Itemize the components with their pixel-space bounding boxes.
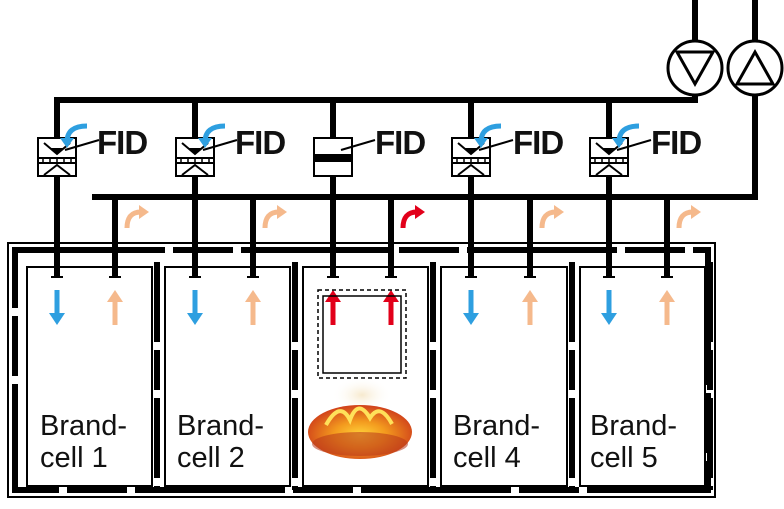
fire-icon <box>308 377 412 459</box>
cell-5-exhaust-flow-arrow <box>676 205 701 229</box>
cell-1-damper-open-icon <box>37 137 77 177</box>
cell-5-outline <box>579 266 706 487</box>
cell-5-exhaust-arrow <box>659 290 675 325</box>
cell-4-supply-flow-arrow <box>474 123 502 148</box>
cell-4-outline <box>440 266 568 487</box>
cell-3-fire-outflow-arrow <box>400 205 425 229</box>
cell-1-fid-leader <box>64 139 100 151</box>
cell-4-label-line2: cell 4 <box>453 442 521 474</box>
cell-1-label-line2: cell 1 <box>40 442 108 474</box>
cell-5-label-line1: Brand- <box>590 410 678 442</box>
cell-1-supply-arrow <box>49 290 65 325</box>
cell-2-fid-leader <box>202 139 238 151</box>
cell-3-damper-closed-icon <box>313 137 353 177</box>
smoke-reservoir-inner <box>322 295 402 374</box>
cell-5-supply-flow-arrow <box>612 123 640 148</box>
cell-2-exhaust-flow-arrow <box>262 205 287 229</box>
cell-4-exhaust-arrow <box>522 290 538 325</box>
cell-2-supply-arrow <box>187 290 203 325</box>
cell-1-label-line1: Brand- <box>40 410 128 442</box>
cell-2-outline <box>164 266 291 487</box>
cell-5-fid-leader <box>616 139 652 151</box>
fid-label-3: FID <box>375 124 426 161</box>
cell-2-label-line2: cell 2 <box>177 442 245 474</box>
cell-4-label-line1: Brand- <box>453 410 541 442</box>
cell-1-exhaust-flow-arrow <box>124 205 149 229</box>
fid-label-4: FID <box>513 124 564 161</box>
cell-2-supply-flow-arrow <box>198 123 226 148</box>
cell-1-outline <box>26 266 153 487</box>
cell-5-supply-arrow <box>601 290 617 325</box>
cell-4-fid-leader <box>478 139 514 151</box>
cell-5-label-line2: cell 5 <box>590 442 658 474</box>
fid-label-5: FID <box>651 124 702 161</box>
fid-label-1: FID <box>97 124 148 161</box>
cell-4-exhaust-flow-arrow <box>539 205 564 229</box>
cell-1-exhaust-arrow <box>107 290 123 325</box>
cell-4-damper-open-icon <box>451 137 491 177</box>
cell-1-supply-flow-arrow <box>60 123 88 148</box>
cell-2-damper-open-icon <box>175 137 215 177</box>
building-outline <box>7 242 716 498</box>
exhaust-fan-triangle <box>734 48 776 86</box>
cell-4-supply-arrow <box>463 290 479 325</box>
cell-5-damper-open-icon <box>589 137 629 177</box>
fid-label-2: FID <box>235 124 286 161</box>
supply-fan-triangle <box>674 50 716 88</box>
cell-2-label-line1: Brand- <box>177 410 265 442</box>
cell-3-fid-leader <box>340 139 376 151</box>
cell-2-exhaust-arrow <box>245 290 261 325</box>
